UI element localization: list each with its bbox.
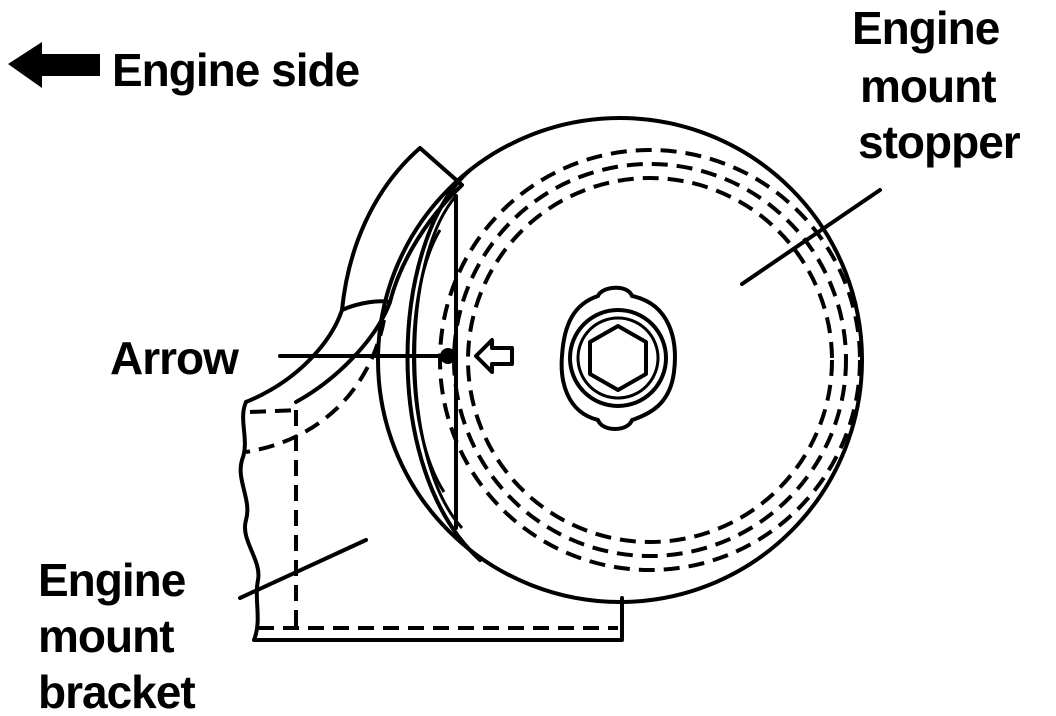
bracket-arm-outer — [244, 308, 344, 404]
stopper-label-line3: stopper — [858, 116, 1021, 168]
stopper-label-line1: Engine — [852, 2, 1000, 54]
stopper-label-line2: mount — [860, 60, 996, 112]
stopper-leader-line — [740, 188, 882, 286]
stopper-label: Engine mount stopper — [852, 2, 1022, 168]
stopper-inner-arc-3 — [412, 229, 446, 493]
bracket-label-line3: bracket — [38, 666, 195, 716]
bracket-hidden-top — [249, 408, 301, 414]
bracket-label-line1: Engine — [38, 554, 186, 606]
engine-side-label: Engine side — [112, 44, 360, 96]
hex-bolt-icon — [559, 285, 677, 431]
stopper-hidden-ring-3 — [466, 176, 834, 544]
hollow-arrow-left-icon — [474, 338, 514, 374]
bracket-upper-fin — [340, 146, 464, 312]
bracket-body-outline — [238, 400, 624, 642]
engine-side-arrow-icon — [8, 42, 100, 88]
arrow-label: Arrow — [110, 332, 239, 384]
bracket-label-line2: mount — [38, 610, 174, 662]
bracket-label: Engine mount bracket — [38, 554, 196, 716]
bracket-hidden-arc — [245, 319, 386, 454]
stopper-hidden-ring-1 — [438, 148, 862, 572]
arrow-point-dot — [440, 348, 456, 364]
bracket-leader-line — [238, 538, 368, 600]
